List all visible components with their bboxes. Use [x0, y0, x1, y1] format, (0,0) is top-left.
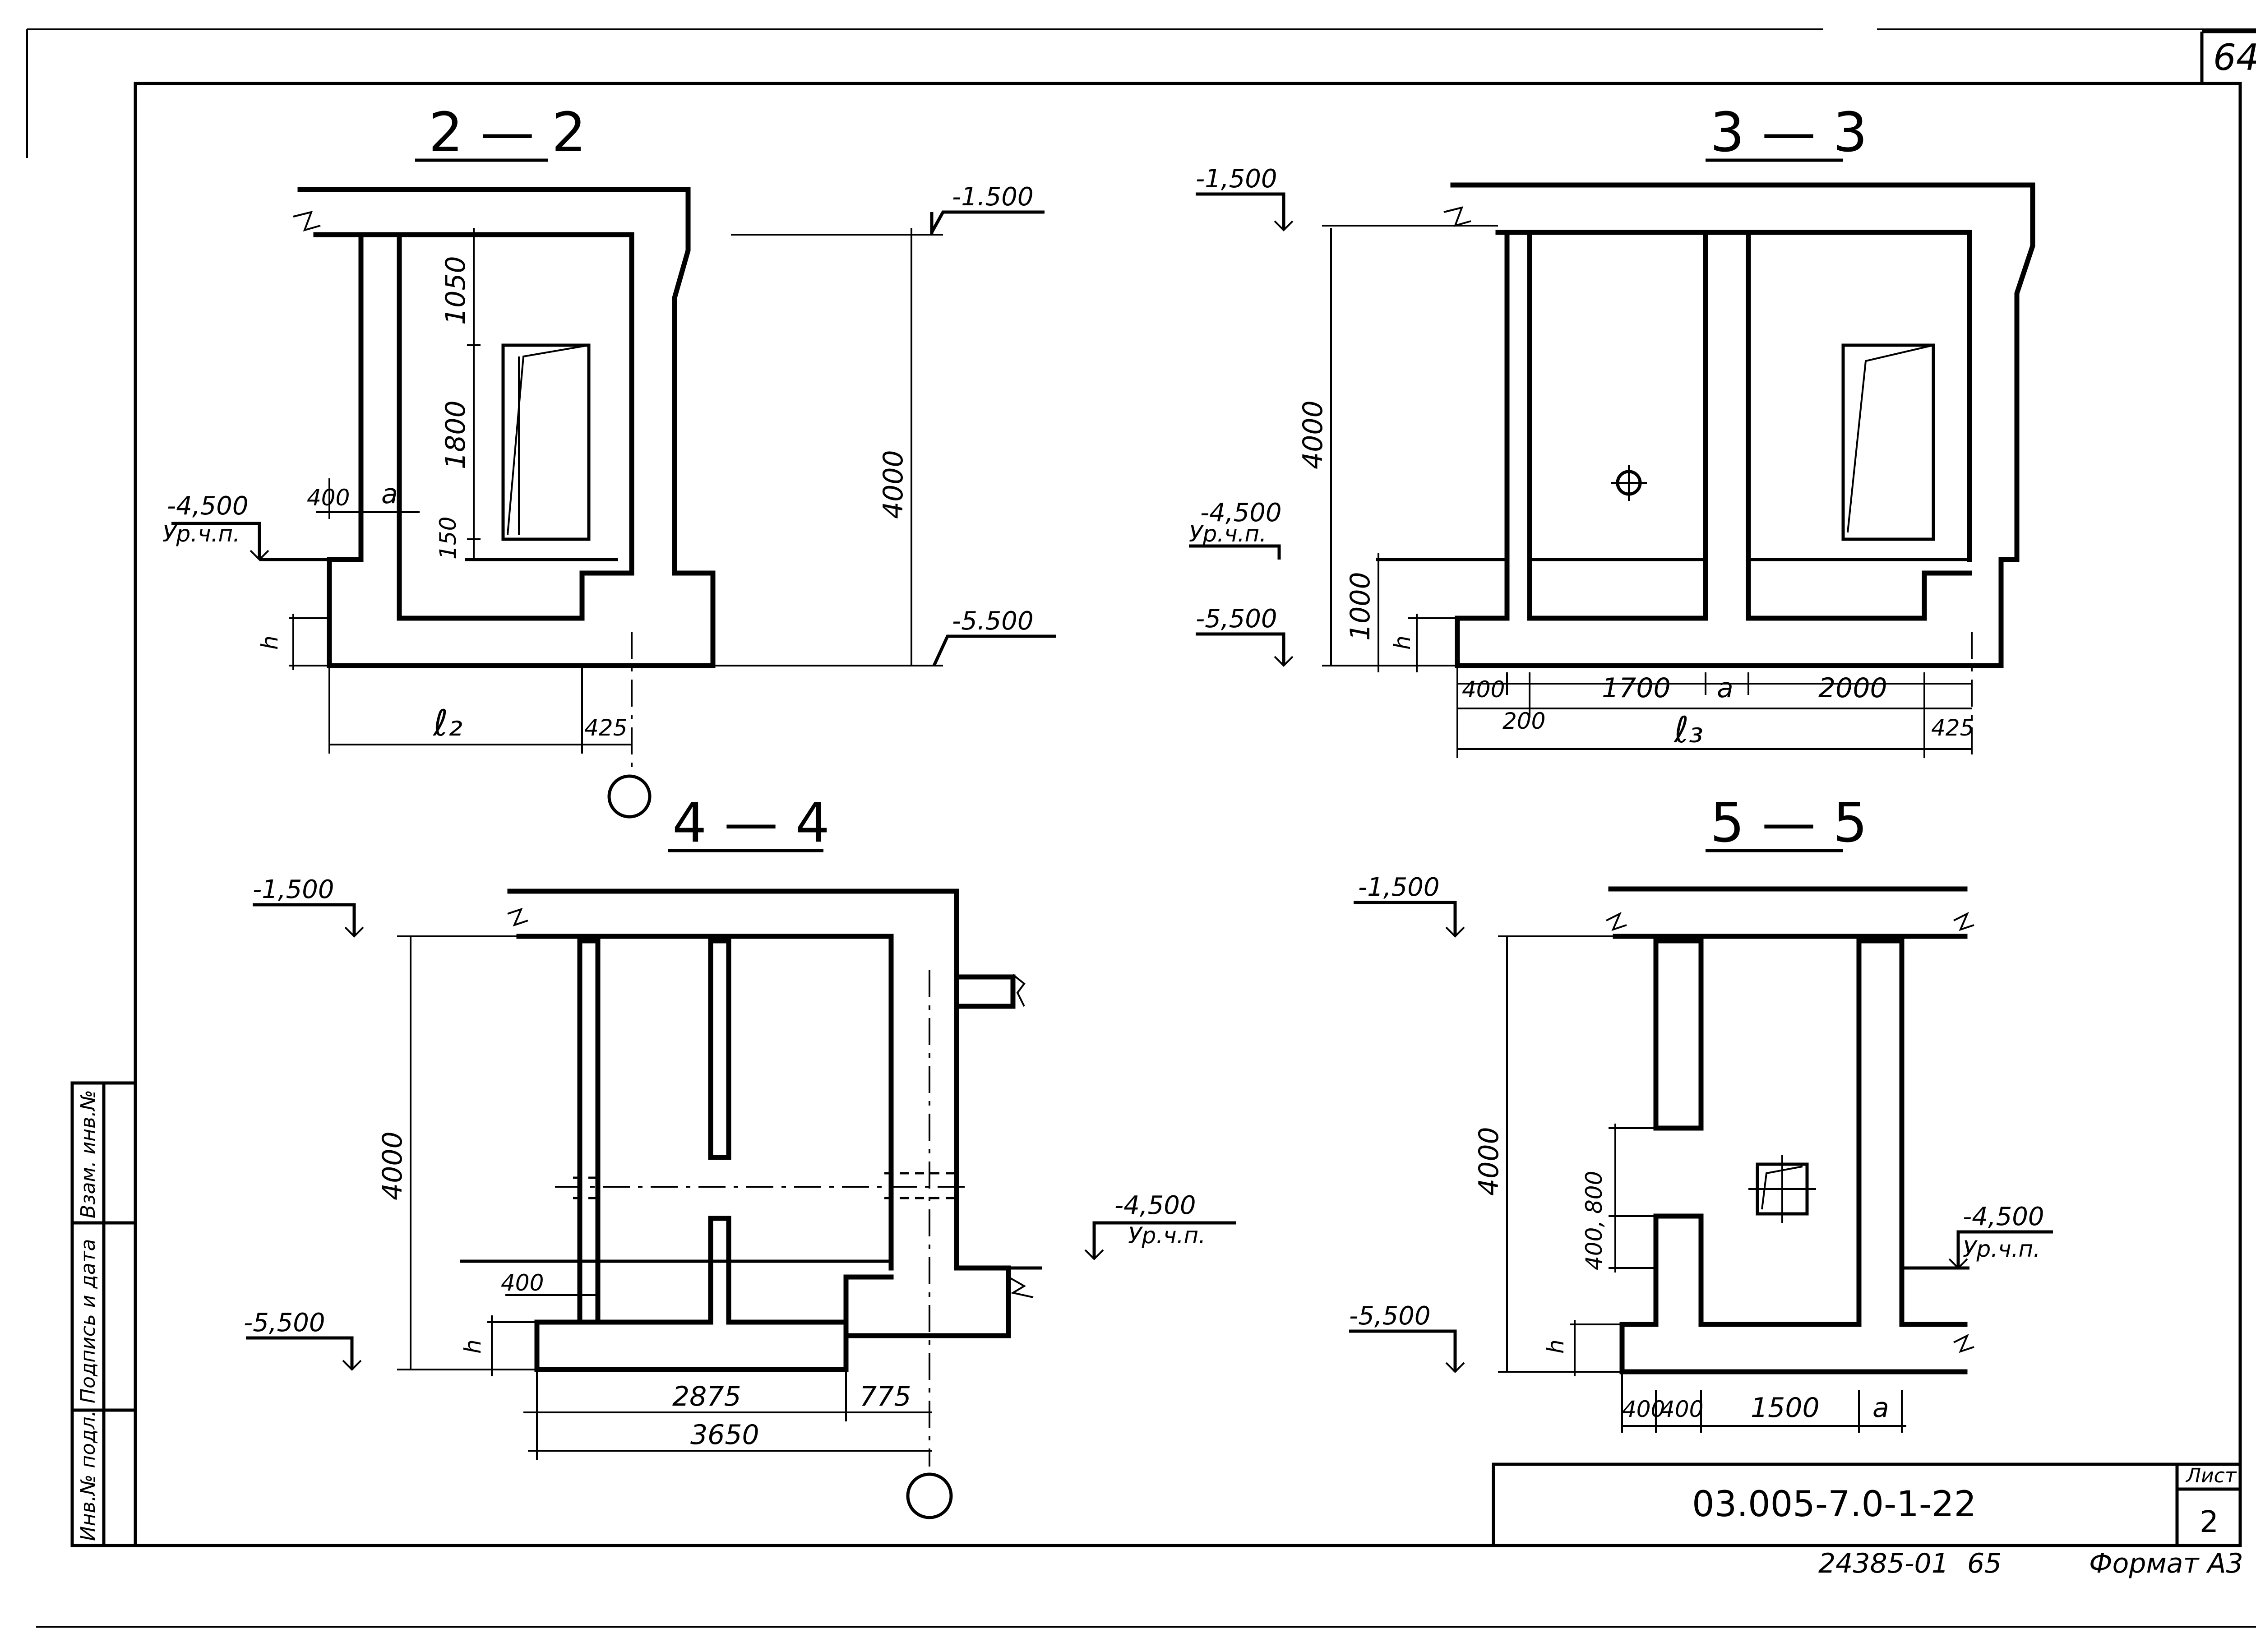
- s33-floor-label: Ур.ч.п.: [1189, 521, 1267, 547]
- s55-dim-a: a: [1872, 1392, 1889, 1424]
- s22-level-bottom: -5.500: [952, 606, 1034, 636]
- s55-dim-400-a: 400: [1622, 1396, 1665, 1422]
- side-stamp-sign: Подпись и дата: [77, 1239, 100, 1403]
- sheet-frame: [26, 28, 2256, 1628]
- page-number: 64: [2213, 37, 2256, 79]
- s55-dim-800: 800: [1581, 1171, 1607, 1214]
- s44-level-bottom: -5,500: [244, 1308, 325, 1337]
- s44-dim-400: 400: [501, 1270, 544, 1296]
- s55-level-top: -1,500: [1358, 873, 1440, 902]
- archive-number: 24385-01: [1818, 1548, 1949, 1579]
- s55-level-bottom: -5,500: [1349, 1301, 1431, 1331]
- s33-dim-425: 425: [1931, 715, 1974, 741]
- s22-dim-h: h: [257, 635, 283, 650]
- s55-dim-400-b: 400: [1660, 1396, 1703, 1422]
- section-title-2-2: 2 — 2: [429, 102, 586, 164]
- section-2-2: 2 — 2: [171, 102, 1056, 819]
- s55-level-floor: -4,500: [1963, 1202, 2044, 1231]
- s33-dim-1000: 1000: [1345, 572, 1376, 641]
- side-stamp-replace: Взам. инв.№: [77, 1090, 100, 1218]
- sheet-number: 2: [2200, 1504, 2219, 1539]
- section-3-3: 3 — 3: [1189, 102, 2035, 763]
- s33-dim-400: 400: [1462, 676, 1505, 703]
- s44-dim-2875: 2875: [672, 1381, 741, 1412]
- s22-dim-1050: 1050: [440, 256, 472, 325]
- section-5-5: 5 — 5: [1349, 792, 2053, 1433]
- s33-level-top: -1,500: [1196, 164, 1277, 194]
- s33-level-bottom: -5,500: [1196, 604, 1277, 634]
- s44-level-floor: -4,500: [1114, 1191, 1196, 1220]
- doc-code: 03.005-7.0-1-22: [1692, 1484, 1976, 1525]
- s33-dim-h: h: [1389, 635, 1415, 650]
- s22-dim-425: 425: [584, 715, 627, 741]
- s22-dim-1800: 1800: [440, 400, 472, 469]
- s22-level-floor: -4,500: [167, 491, 249, 521]
- section-title-5-5: 5 — 5: [1710, 792, 1868, 855]
- s44-dim-h: h: [460, 1339, 486, 1354]
- s22-dim-4000: 4000: [878, 450, 909, 519]
- format-label: Формат А3: [2089, 1548, 2243, 1579]
- side-stamp: Инв.№ подл. Подпись и дата Взам. инв.№: [70, 1081, 137, 1547]
- s22-level-top: -1.500: [952, 182, 1034, 212]
- s33-dim-200: 200: [1502, 708, 1545, 734]
- s44-dim-775: 775: [860, 1381, 911, 1412]
- s55-dim-h: h: [1543, 1339, 1569, 1354]
- s55-dim-1500: 1500: [1751, 1392, 1820, 1424]
- s22-dim-l2: ℓ₂: [432, 702, 462, 744]
- s55-floor-label: Ур.ч.п.: [1963, 1236, 2040, 1262]
- s33-dim-4000: 4000: [1297, 400, 1329, 469]
- s33-dim-2000: 2000: [1818, 672, 1887, 704]
- sheet-label: Лист: [2185, 1464, 2237, 1487]
- s33-dim-l3: ℓ₃: [1673, 709, 1703, 751]
- s44-floor-label: Ур.ч.п.: [1128, 1222, 1206, 1249]
- s44-dim-4000: 4000: [377, 1131, 408, 1200]
- s55-dim-4000: 4000: [1473, 1127, 1505, 1196]
- s33-dim-a: a: [1717, 672, 1734, 704]
- s33-level-floor: -4,500: [1200, 498, 1282, 528]
- s22-dim-400: 400: [307, 485, 350, 511]
- s44-level-top: -1,500: [253, 875, 334, 904]
- s22-dim-a: a: [381, 478, 398, 510]
- s22-dim-150: 150: [435, 517, 461, 560]
- s22-floor-label: Ур.ч.п.: [162, 521, 240, 547]
- title-block: [1492, 1462, 2242, 1547]
- archive-page: 65: [1967, 1548, 2002, 1579]
- s33-dim-1700: 1700: [1602, 672, 1671, 704]
- section-title-3-3: 3 — 3: [1710, 102, 1868, 164]
- section-4-4: 4 — 4: [246, 792, 1236, 1519]
- section-title-4-4: 4 — 4: [672, 792, 830, 855]
- side-stamp-inv: Инв.№ подл.: [77, 1410, 100, 1541]
- s55-dim-400-upper: 400,: [1581, 1220, 1607, 1270]
- s44-dim-3650: 3650: [690, 1419, 759, 1451]
